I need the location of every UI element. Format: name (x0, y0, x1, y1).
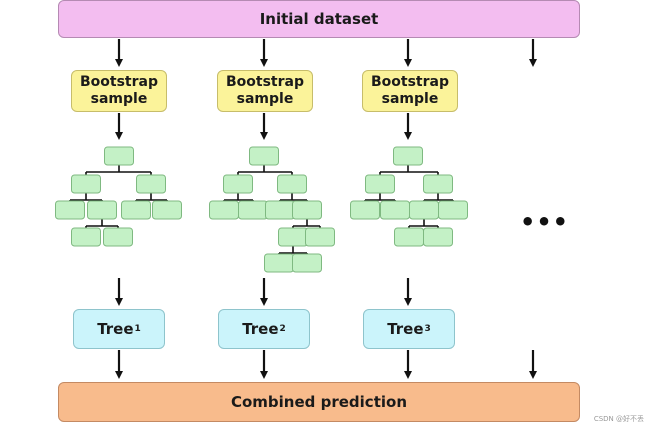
bootstrap-label-line2: sample (90, 91, 148, 107)
tree-node (249, 146, 279, 166)
tree-edges (69, 165, 454, 254)
bootstrap-label-line2: sample (381, 91, 439, 107)
tree-node (152, 200, 182, 220)
tree-node (380, 200, 410, 220)
tree-name: Tree (97, 320, 134, 338)
tree-node (136, 174, 166, 194)
tree-node (71, 227, 101, 247)
tree-name: Tree (242, 320, 279, 338)
tree-node (365, 174, 395, 194)
tree-node (278, 227, 308, 247)
bootstrap-sample-box-3: Bootstrap sample (362, 70, 458, 112)
tree-node (55, 200, 85, 220)
tree-node (292, 253, 322, 273)
tree-node (393, 146, 423, 166)
flow-arrows (115, 39, 537, 379)
ellipsis-more-trees: ••• (520, 208, 570, 236)
tree-node (394, 227, 424, 247)
tree-node (423, 174, 453, 194)
bootstrap-label-line1: Bootstrap (80, 74, 158, 90)
tree-node (104, 146, 134, 166)
tree-node (277, 174, 307, 194)
combined-prediction-box: Combined prediction (58, 382, 580, 422)
tree-node (223, 174, 253, 194)
bootstrap-label-line1: Bootstrap (226, 74, 304, 90)
tree-node (438, 200, 468, 220)
tree-index: 1 (134, 324, 141, 334)
tree-node (292, 200, 322, 220)
tree-node (409, 200, 439, 220)
tree-node (103, 227, 133, 247)
tree-nodes (55, 146, 468, 273)
watermark: CSDN @好不丢 (593, 415, 644, 423)
tree-node (265, 200, 295, 220)
tree-index: 2 (279, 324, 286, 334)
bootstrap-sample-box-2: Bootstrap sample (217, 70, 313, 112)
tree-name: Tree (387, 320, 424, 338)
initial-dataset-label: Initial dataset (259, 10, 379, 28)
bootstrap-label-line1: Bootstrap (371, 74, 449, 90)
tree-node (87, 200, 117, 220)
initial-dataset-box: Initial dataset (58, 0, 580, 38)
tree-node (238, 200, 268, 220)
tree-node (423, 227, 453, 247)
tree-node (264, 253, 294, 273)
bootstrap-label-line2: sample (236, 91, 294, 107)
tree-index: 3 (424, 324, 431, 334)
tree-node (305, 227, 335, 247)
tree-node (209, 200, 239, 220)
tree-node (71, 174, 101, 194)
bootstrap-sample-box-1: Bootstrap sample (71, 70, 167, 112)
tree-node (350, 200, 380, 220)
combined-prediction-label: Combined prediction (230, 393, 407, 411)
tree-node (121, 200, 151, 220)
